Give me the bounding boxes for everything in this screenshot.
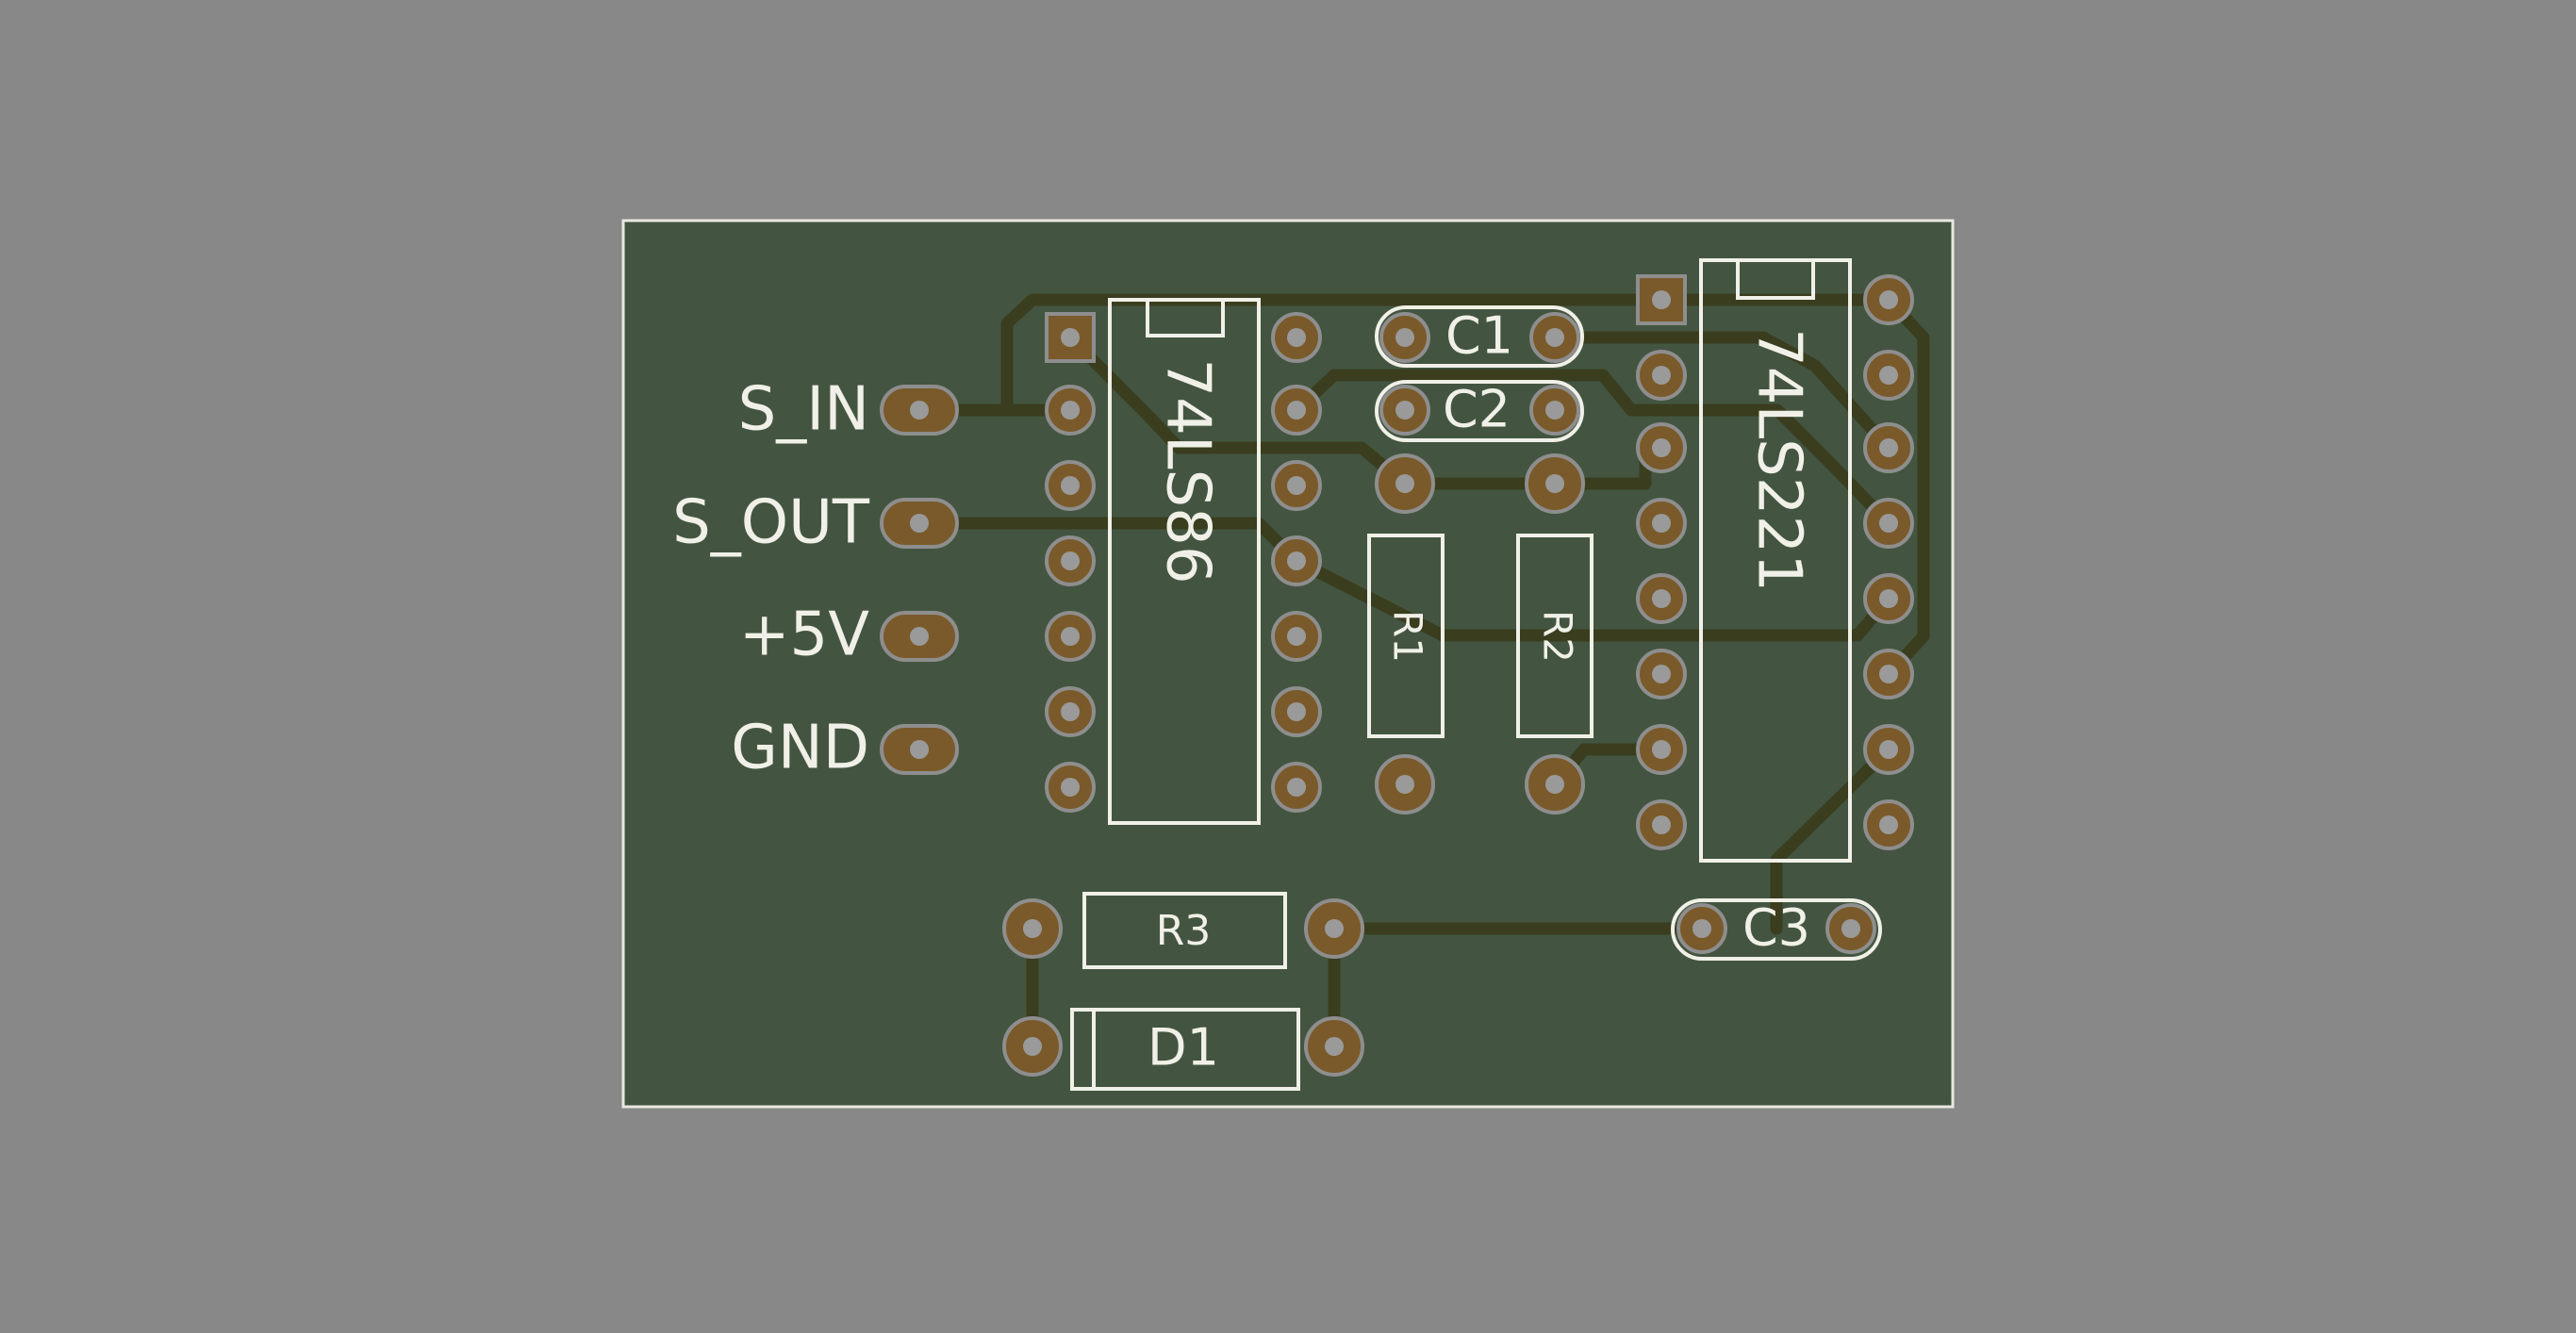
ic2-pad-8 [1636,799,1687,850]
label-s-out: S_OUT [672,488,870,558]
connector-pad-2 [880,498,959,549]
ic1-pad-12 [1271,460,1322,511]
c2-pad-2 [1529,385,1580,436]
ic2-pad-9 [1863,799,1914,850]
d1-pad-1 [1002,1016,1063,1077]
d1-outline [1070,1008,1300,1091]
ic2-pad-7 [1636,724,1687,775]
label-plus-5v: +5V [739,601,869,670]
silkscreen-outlines [1070,258,1882,1091]
ic1-pad-1 [1045,312,1096,363]
trace-c2 [1290,369,1895,530]
ic1-pad-6 [1045,686,1096,737]
d1-pad-2 [1304,1016,1364,1077]
ic1-pad-8 [1271,762,1322,813]
label-d1: D1 [1148,1018,1219,1078]
r1-outline [1367,534,1445,738]
ic1-pad-4 [1045,535,1096,586]
label-s-in: S_IN [738,375,869,445]
silkscreen-labels: S_IN S_OUT +5V GND 74LS86 74LS221 C1 C2 … [672,306,1813,1078]
ic1-pad-5 [1045,611,1096,662]
ic1-pad-14 [1271,312,1322,363]
ic2-pad-16 [1863,274,1914,325]
r3-pad-2 [1304,898,1364,959]
label-c1: C1 [1445,306,1513,366]
c1-outline [1375,305,1584,368]
c2-outline [1375,380,1584,442]
c2-pad-1 [1379,385,1430,436]
ic1-pad-10 [1271,611,1322,662]
label-74ls221: 74LS221 [1743,328,1813,592]
c3-pad-2 [1825,903,1876,954]
ic1-pad-7 [1045,762,1096,813]
r3-pad-1 [1002,898,1063,959]
label-r1: R1 [1385,610,1431,663]
ic1-pad-3 [1045,460,1096,511]
label-c2: C2 [1443,380,1511,439]
ic2-pad-1 [1636,274,1687,325]
r3-outline [1082,892,1287,969]
c3-pad-1 [1676,903,1727,954]
ic2-pad-6 [1636,649,1687,699]
ic1-pad-11 [1271,535,1322,586]
ic1-notch [1146,298,1225,337]
ic2-pad-3 [1636,422,1687,473]
ic2-pad-2 [1636,350,1687,401]
ic2-pad-15 [1863,350,1914,401]
ic2-pad-5 [1636,573,1687,624]
c1-pad-1 [1379,312,1430,363]
label-r2: R2 [1535,610,1581,663]
connector-pad-4 [880,724,959,775]
ic1-pad-2 [1045,385,1096,436]
label-gnd: GND [731,714,869,783]
r2-outline [1516,534,1593,738]
ic2-pad-14 [1863,422,1914,473]
r2-pad-2 [1525,754,1585,815]
ic2-notch [1736,258,1815,300]
r1-pad-2 [1375,754,1435,815]
ic2-pad-4 [1636,498,1687,549]
connector-pad-3 [880,611,959,662]
trace-sin-to-pin1 [1000,293,1666,417]
ic1-pad-13 [1271,385,1322,436]
ic2-pad-13 [1863,498,1914,549]
ic2-pad-12 [1863,573,1914,624]
c3-outline [1671,898,1882,961]
label-74ls86: 74LS86 [1152,358,1222,584]
component-pads [880,274,1914,1077]
ic1-pad-9 [1271,686,1322,737]
r2-pad-1 [1525,453,1585,514]
c1-pad-2 [1529,312,1580,363]
label-r3: R3 [1156,907,1212,955]
ic2-pad-11 [1863,649,1914,699]
label-c3: C3 [1742,898,1810,958]
ic2-pad-10 [1863,724,1914,775]
r1-pad-1 [1375,453,1435,514]
connector-pad-1 [880,385,959,436]
